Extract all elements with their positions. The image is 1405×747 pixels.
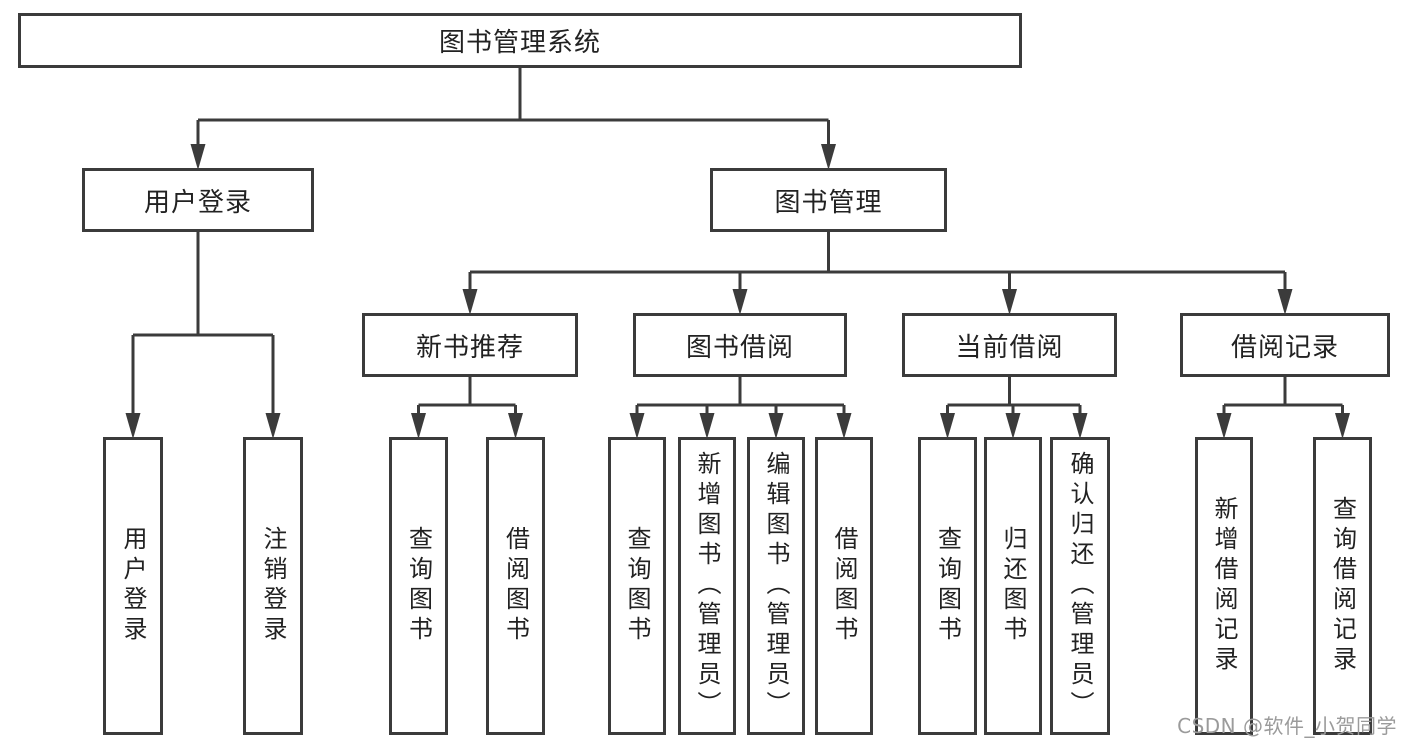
node-label: 新增借阅记录 [1210,496,1238,676]
node-label: 确认归还（管理员） [1066,451,1094,721]
node-label: 用户登录 [119,526,147,646]
node-cb-confirm: 确认归还（管理员） [1050,437,1110,735]
node-bb-query: 查询图书 [608,437,666,735]
node-label: 借阅记录 [1230,332,1339,363]
node-label: 查询图书 [623,526,651,646]
node-book-mgmt: 图书管理 [710,168,947,232]
node-login: 用户登录 [103,437,163,735]
node-book-borrow: 图书借阅 [633,313,847,377]
node-rec-query: 查询图书 [389,437,448,735]
node-label: 查询图书 [933,526,962,646]
node-label: 借阅图书 [501,526,530,646]
node-user-login: 用户登录 [82,168,314,232]
node-label: 查询图书 [404,526,433,646]
node-label: 借阅图书 [830,526,858,646]
node-label: 查询借阅记录 [1328,496,1357,676]
node-cb-return: 归还图书 [984,437,1042,735]
node-label: 图书借阅 [685,332,794,363]
node-label: 新增图书（管理员） [693,451,721,721]
node-label: 图书管理 [774,187,883,218]
node-label: 图书管理系统 [438,28,601,58]
watermark: CSDN @软件_小贺同学 [1177,714,1397,738]
node-br-add: 新增借阅记录 [1195,437,1253,735]
node-label: 注销登录 [259,526,287,646]
node-label: 当前借阅 [955,332,1064,363]
node-bb-borrow: 借阅图书 [815,437,873,735]
node-bb-add: 新增图书（管理员） [678,437,736,735]
node-bb-edit: 编辑图书（管理员） [747,437,805,735]
node-label: 用户登录 [143,187,252,218]
node-root: 图书管理系统 [18,13,1022,68]
node-new-book-rec: 新书推荐 [362,313,578,377]
node-br-query: 查询借阅记录 [1313,437,1372,735]
node-cb-query: 查询图书 [918,437,977,735]
node-label: 新书推荐 [415,332,524,363]
node-label: 归还图书 [999,526,1027,646]
node-current-borrow: 当前借阅 [902,313,1117,377]
node-logout: 注销登录 [243,437,303,735]
node-rec-borrow: 借阅图书 [486,437,545,735]
node-borrow-records: 借阅记录 [1180,313,1390,377]
node-label: 编辑图书（管理员） [762,451,790,721]
